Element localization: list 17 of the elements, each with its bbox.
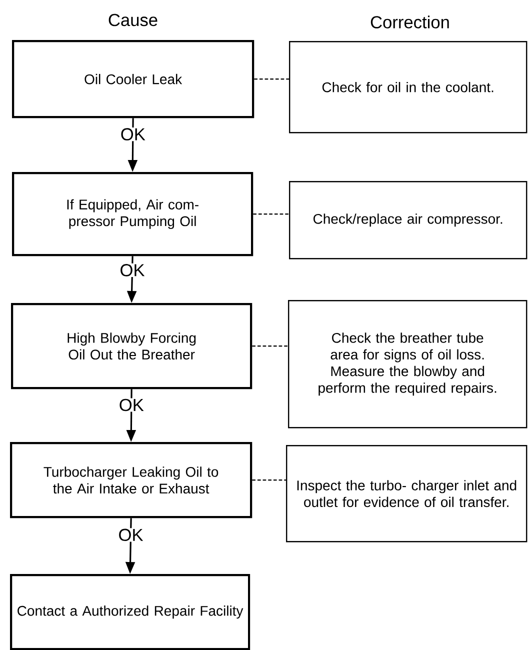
correction-box: Check for oil in the coolant. <box>289 41 528 134</box>
correction-box: Inspect the turbo- charger inlet and outlet for evidence of oil transfer. <box>286 445 528 542</box>
cause-box: Contact a Authorized Repair Facility <box>10 574 250 650</box>
correction-box: Check the breather tube area for signs of oil loss. Measure the blowby and perform the required repairs. <box>288 300 528 428</box>
edge-label: OK <box>118 398 145 412</box>
correction-box: Check/replace air compressor. <box>289 181 528 260</box>
connector-line <box>253 214 289 215</box>
cause-box: Oil Cooler Leak <box>12 40 254 118</box>
edge-label: OK <box>120 128 146 142</box>
edge-label: OK <box>119 263 146 277</box>
connector-line <box>254 78 289 80</box>
connector-line <box>252 346 288 347</box>
cause-box: Turbocharger Leaking Oil to the Air Intake or Exhaust <box>10 442 252 518</box>
edge-label: OK <box>118 528 144 542</box>
connector-line <box>252 480 286 481</box>
cause-box: High Blowby Forcing Oil Out the Breather <box>11 303 252 390</box>
cause-box: If Equipped, Air com- pressor Pumping Oil <box>12 172 254 256</box>
